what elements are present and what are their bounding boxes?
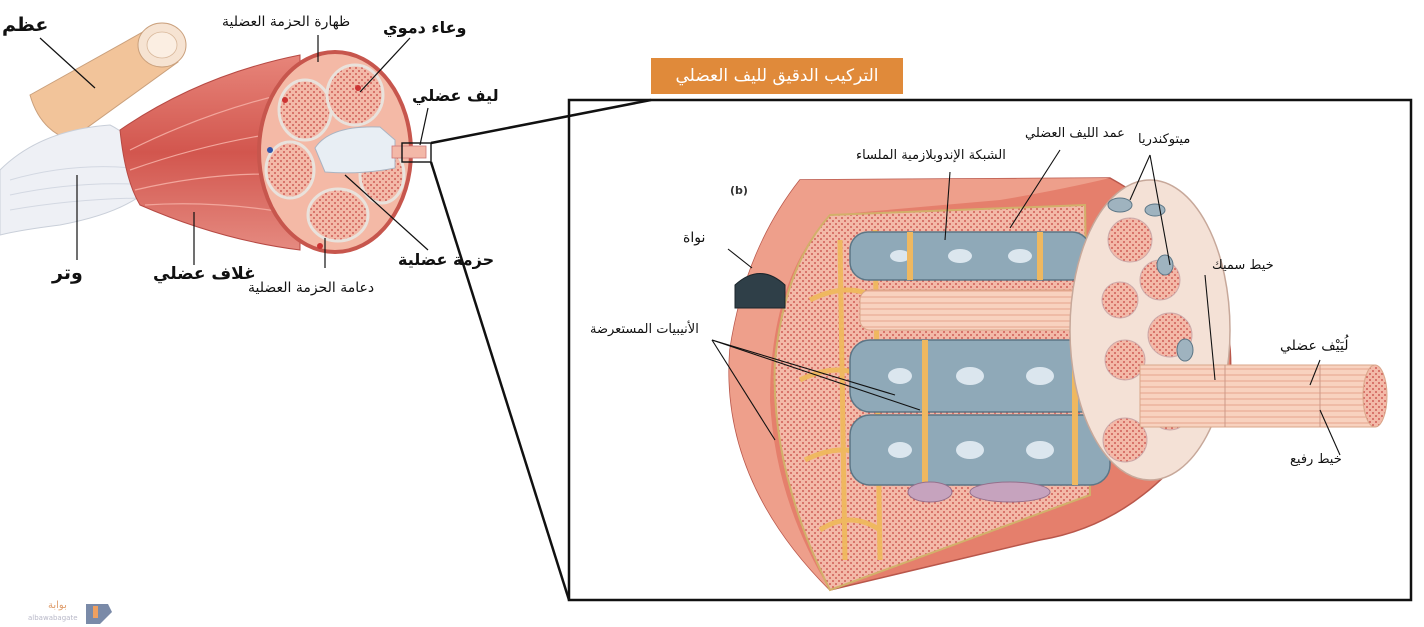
label-tendon: وتر <box>52 262 83 284</box>
label-perimysium: ظهارة الحزمة العضلية <box>222 14 351 30</box>
muscle-fiber-shape <box>391 145 427 159</box>
label-myofibril-column: عمد الليف العضلي <box>1025 126 1125 141</box>
label-epimysium: غلاف عضلي <box>153 264 256 284</box>
myofibril-bundle <box>849 231 1121 503</box>
label-myofibril: لُيَيْف عضلي <box>1280 338 1349 354</box>
whole-muscle <box>0 22 652 601</box>
fiber-ultrastructure <box>567 98 1413 602</box>
myofibril-protruding <box>1139 364 1388 428</box>
muscle-belly <box>119 54 301 251</box>
label-mitochondria: ميتوكندريا <box>1138 132 1191 147</box>
panel-tag: (b) <box>730 184 748 197</box>
label-t-tubules: الأنيبيات المستعرضة <box>590 322 699 337</box>
label-fascicle: حزمة عضلية <box>398 250 495 269</box>
label-bone: عظم <box>2 14 49 36</box>
nucleus-shape <box>734 273 786 309</box>
bone-shape <box>29 22 187 141</box>
label-thick-filament: خيط سميك <box>1212 258 1274 273</box>
label-nucleus: نواة <box>683 230 706 246</box>
label-muscle-fiber: ليف عضلي <box>412 86 499 105</box>
site-logo-text: بوابة <box>48 600 67 611</box>
page-title: التركيب الدقيق لليف العضلي <box>651 58 903 94</box>
site-logo-subtext: albawabagate <box>28 614 78 622</box>
label-blood-vessel: وعاء دموي <box>383 18 467 37</box>
zoom-frame <box>567 98 1413 602</box>
label-sarcoplasmic-reticulum: الشبكة الإندوبلازمية الملساء <box>856 148 1006 163</box>
zoom-box-small <box>401 142 432 163</box>
site-logo-icon <box>86 604 112 624</box>
label-endomysium: دعامة الحزمة العضلية <box>248 280 375 296</box>
fiber-end-face <box>1069 179 1231 481</box>
label-thin-filament: خيط رفيع <box>1290 452 1342 467</box>
